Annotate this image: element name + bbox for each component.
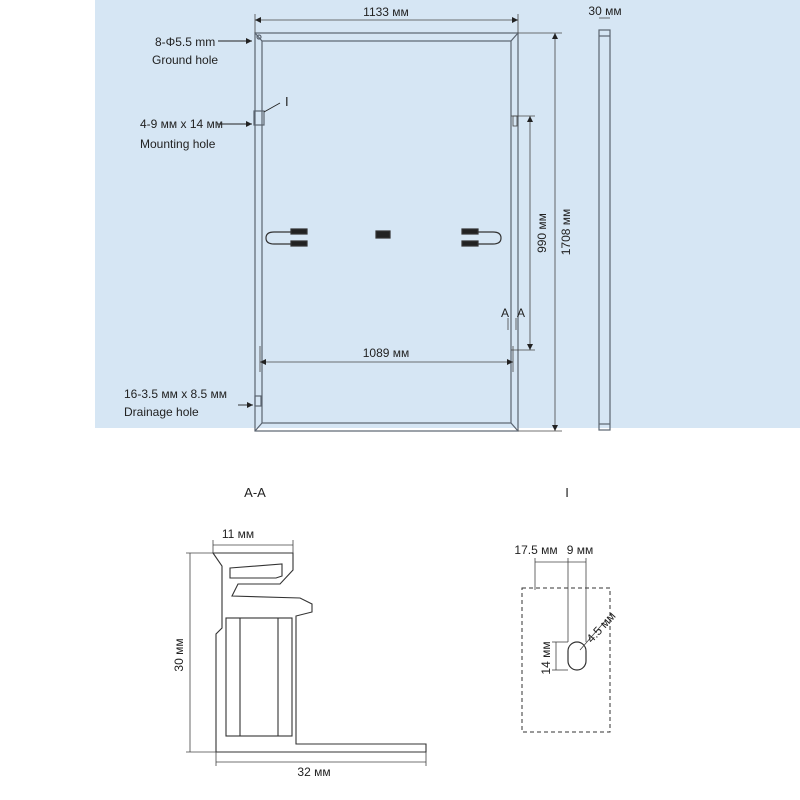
junction-box-center <box>375 230 391 239</box>
mount-span-dimension-label: 990 мм <box>535 213 549 253</box>
mounting-hole-spec: 4-9 мм x 14 мм <box>140 117 223 131</box>
mounting-slot <box>567 641 587 671</box>
profile-height-dimension-label: 30 мм <box>172 638 186 671</box>
connector-right-bottom <box>461 240 479 247</box>
arrowhead <box>552 425 558 431</box>
thickness-dimension-label: 30 мм <box>588 4 621 18</box>
module-front-view <box>253 32 519 432</box>
frame-corner <box>254 32 263 42</box>
detail-i-title: I <box>565 485 569 500</box>
arrowhead <box>246 38 252 44</box>
height-dimension-label: 1708 мм <box>559 209 573 256</box>
connector-right-top <box>461 228 479 235</box>
frame-corner <box>510 32 519 42</box>
slot-length-dimension-label: 14 мм <box>539 641 553 674</box>
drainage-hole-name: Drainage hole <box>124 405 199 419</box>
section-marker-right: A <box>517 306 525 320</box>
section-marker-left: A <box>501 306 509 320</box>
radius-leader <box>579 619 607 651</box>
cable-right <box>470 231 502 245</box>
drainage-hole-marker <box>254 395 262 407</box>
ground-hole-marker <box>256 34 262 40</box>
front-view-dimensions <box>254 14 562 432</box>
offset-dimension-label: 17.5 мм <box>514 543 557 557</box>
module-inner-frame <box>261 40 512 424</box>
frame-corner <box>510 422 519 432</box>
width-dimension-label: 1133 мм <box>363 5 409 19</box>
junction-box-assembly <box>265 228 502 247</box>
arrowhead <box>246 121 252 127</box>
section-aa-title: A-A <box>244 485 266 500</box>
module-side-view <box>598 17 611 431</box>
mounting-hole-marker <box>253 110 265 126</box>
drawing-background <box>95 0 800 428</box>
arrowhead <box>512 17 518 23</box>
cable-left <box>265 231 300 245</box>
arrowhead <box>255 17 261 23</box>
glass-slot <box>229 563 283 579</box>
inner-width-dimension-label: 1089 мм <box>363 346 410 360</box>
drainage-hole-spec: 16-3.5 мм x 8.5 мм <box>124 387 227 401</box>
arrowhead <box>507 359 513 365</box>
mounting-hole-name: Mounting hole <box>140 137 216 151</box>
ground-hole-name: Ground hole <box>152 53 218 67</box>
detail-marker-leader <box>263 102 281 113</box>
arrowhead <box>527 116 533 122</box>
mounting-hole-detail <box>521 558 611 733</box>
radius-dimension-label: 4.5 мм <box>584 609 619 646</box>
detail-boundary <box>521 587 611 733</box>
mounting-hole-right-marker <box>512 115 518 127</box>
arrowhead <box>247 402 253 408</box>
front-view-labels: 1133 мм 1708 мм 990 мм 1089 мм A A I 8-Φ… <box>124 5 573 419</box>
connector-left-top <box>290 228 308 235</box>
bottom-width-dimension-label: 32 мм <box>297 765 330 779</box>
section-aa-dimensions <box>186 540 427 766</box>
side-profile <box>598 29 611 431</box>
hollow-chamber <box>225 617 293 737</box>
arrowhead <box>527 344 533 350</box>
arrowhead <box>260 359 266 365</box>
frame-corner <box>254 422 263 432</box>
arrowhead <box>552 33 558 39</box>
dimension-arrows <box>246 17 558 431</box>
slot-width-dimension-label: 9 мм <box>567 543 594 557</box>
frame-cross-section <box>211 552 427 753</box>
ground-hole-spec: 8-Φ5.5 mm <box>155 35 215 49</box>
detail-marker: I <box>285 94 289 109</box>
connector-left-bottom <box>290 240 308 247</box>
module-outer-frame <box>254 32 519 432</box>
top-width-dimension-label: 11 мм <box>222 527 254 541</box>
